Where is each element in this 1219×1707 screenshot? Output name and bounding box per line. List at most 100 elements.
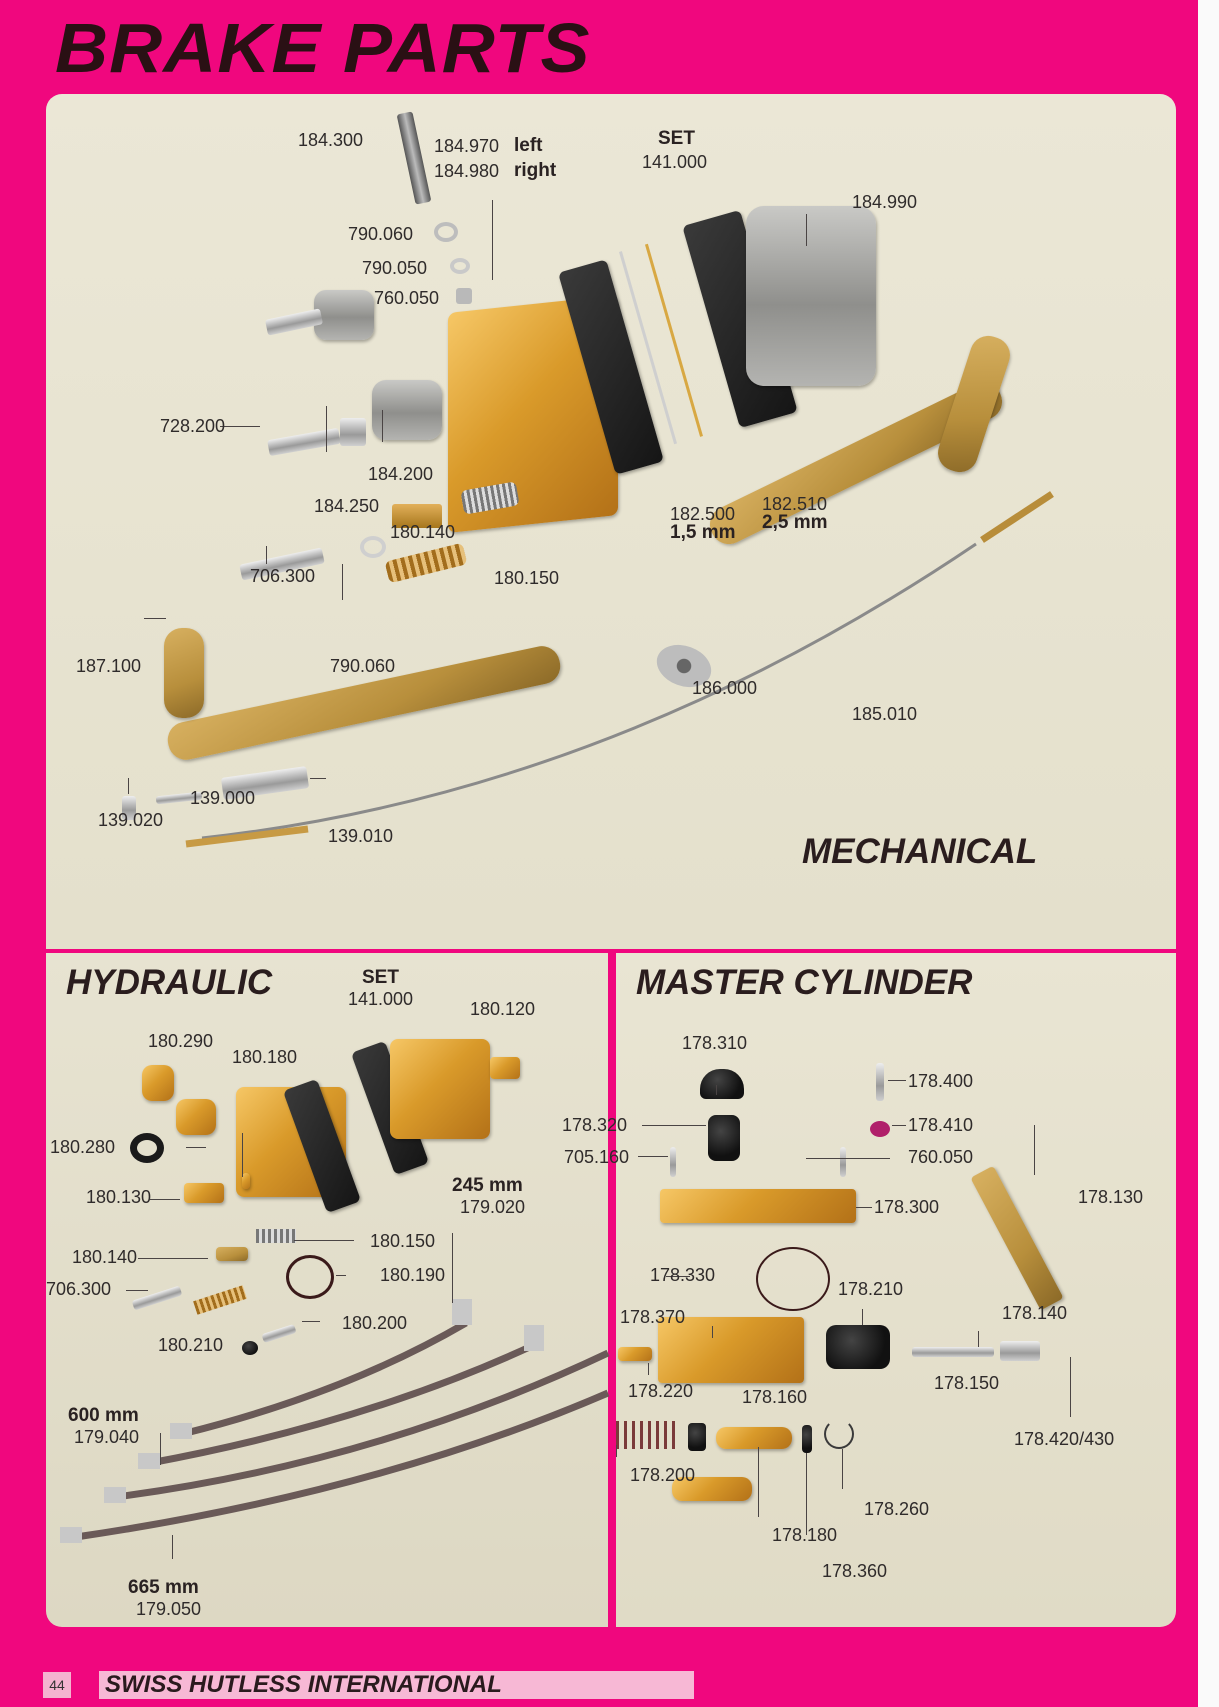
- circlip-178260: [824, 1419, 854, 1449]
- label-184970: 184.970: [434, 136, 500, 156]
- clevis-178140: [1000, 1341, 1040, 1361]
- hyd-label-600mm: 600 mm: [68, 1405, 139, 1426]
- label-706300: 706.300: [250, 566, 316, 586]
- hyd-label-141000: 141.000: [348, 989, 414, 1009]
- piston-180290b: [176, 1099, 216, 1135]
- label-184990: 184.990: [852, 192, 918, 212]
- hyd-label-180210: 180.210: [158, 1335, 224, 1355]
- hyd-label-665mm: 665 mm: [128, 1577, 199, 1598]
- washer-790060: [434, 222, 458, 242]
- master-cylinder-panel: MASTER CYLINDER 178.310 178.400 178.320 …: [562, 953, 1176, 1627]
- mc-label-178160: 178.160: [742, 1387, 808, 1407]
- seal-178160: [688, 1423, 706, 1451]
- label-139010: 139.010: [328, 826, 394, 846]
- mc-label-178330: 178.330: [650, 1265, 716, 1285]
- label-186000: 186.000: [692, 678, 758, 698]
- cap-178310: [700, 1069, 744, 1099]
- hyd-label-180190: 180.190: [380, 1265, 446, 1285]
- hyd-label-245mm: 245 mm: [452, 1175, 523, 1196]
- master-cylinder-heading: MASTER CYLINDER: [636, 963, 973, 1002]
- piston-178180b: [672, 1477, 752, 1501]
- label-25mm: 2,5 mm: [762, 512, 828, 533]
- label-182500: 182.500: [670, 504, 736, 524]
- hyd-label-180180: 180.180: [232, 1047, 298, 1067]
- bleeder-180180: [242, 1173, 250, 1189]
- tee-180130: [184, 1183, 224, 1203]
- label-184250: 184.250: [314, 496, 380, 516]
- hyd-label-180120: 180.120: [470, 999, 536, 1019]
- hyd-label-179050: 179.050: [136, 1599, 202, 1619]
- spring-180150h: [256, 1229, 296, 1243]
- screw-705160b: [840, 1147, 846, 1177]
- mc-label-178310: 178.310: [682, 1033, 748, 1053]
- mechanical-heading: MECHANICAL: [802, 832, 1038, 871]
- spacer-180140h: [216, 1247, 248, 1261]
- mc-label-178320: 178.320: [562, 1115, 628, 1135]
- mc-label-178200: 178.200: [630, 1465, 696, 1485]
- hyd-label-706300: 706.300: [46, 1279, 112, 1299]
- rod-178150: [912, 1347, 994, 1357]
- piston-178180a: [716, 1427, 792, 1449]
- mc-label-178300: 178.300: [874, 1197, 940, 1217]
- label-182510: 182.510: [762, 494, 828, 514]
- label-184980: 184.980: [434, 161, 500, 181]
- boot-178210: [826, 1325, 890, 1369]
- nut-184250: [340, 418, 366, 446]
- cap-180210: [242, 1341, 258, 1355]
- hyd-caliper-right: [390, 1039, 490, 1139]
- nut-178410: [870, 1121, 890, 1137]
- nut-760050: [456, 288, 472, 304]
- mc-label-178420: 178.420/430: [1014, 1429, 1115, 1449]
- label-139020: 139.020: [98, 810, 164, 830]
- footer-brand: SWISS HUTLESS INTERNATIONAL: [99, 1671, 694, 1699]
- washer-790060b: [360, 536, 386, 558]
- label-15mm: 1,5 mm: [670, 522, 736, 543]
- hyd-label-180130: 180.130: [86, 1187, 152, 1207]
- hydraulic-panel: HYDRAULIC SET 141.000 180.120 180.290 18…: [46, 953, 610, 1627]
- label-790050: 790.050: [362, 258, 428, 278]
- mc-label-178150: 178.150: [934, 1373, 1000, 1393]
- hydraulic-heading: HYDRAULIC: [66, 963, 273, 1002]
- cable-185010: [185, 491, 1054, 848]
- mc-label-705160: 705.160: [564, 1147, 630, 1167]
- label-right: right: [514, 160, 557, 181]
- mc-label-178220: 178.220: [628, 1381, 694, 1401]
- seal-178360: [802, 1425, 812, 1453]
- label-728200: 728.200: [160, 416, 226, 436]
- mc-label-178210: 178.210: [838, 1279, 904, 1299]
- label-187100: 187.100: [76, 656, 142, 676]
- spacer-184200: [372, 380, 442, 440]
- bellows-178320: [708, 1115, 740, 1161]
- brake-hoses: [60, 1299, 610, 1543]
- mc-label-760050: 760.050: [908, 1147, 974, 1167]
- hyd-label-180290: 180.290: [148, 1031, 214, 1051]
- label-141000: 141.000: [642, 152, 708, 172]
- label-180140: 180.140: [390, 522, 456, 542]
- hyd-label-180140: 180.140: [72, 1247, 138, 1267]
- washer-790050: [450, 258, 470, 274]
- seal-180280: [130, 1133, 164, 1163]
- screw-705160a: [670, 1147, 676, 1177]
- hyd-label-180150: 180.150: [370, 1231, 436, 1251]
- label-set: SET: [658, 128, 695, 149]
- label-left: left: [514, 135, 543, 156]
- page-number: 44: [43, 1672, 71, 1698]
- label-184300: 184.300: [298, 130, 364, 150]
- mc-label-178260: 178.260: [864, 1499, 930, 1519]
- piston-180290a: [142, 1065, 174, 1101]
- mc-label-178400: 178.400: [908, 1071, 974, 1091]
- cylinder-178370: [658, 1317, 804, 1383]
- oring-178330: [756, 1247, 830, 1311]
- hyd-label-180280: 180.280: [50, 1137, 116, 1157]
- strap-178130: [970, 1165, 1064, 1311]
- hyd-label-179020: 179.020: [460, 1197, 526, 1217]
- oring-180190: [286, 1255, 334, 1299]
- mc-label-178140: 178.140: [1002, 1303, 1068, 1323]
- page-title: BRAKE PARTS: [55, 9, 591, 87]
- lever-arm-187100: [164, 628, 204, 718]
- caliper-184990: [746, 206, 876, 386]
- hyd-label-180200: 180.200: [342, 1313, 408, 1333]
- label-139000: 139.000: [190, 788, 256, 808]
- hyd-label-set: SET: [362, 967, 399, 988]
- mc-label-178180: 178.180: [772, 1525, 838, 1545]
